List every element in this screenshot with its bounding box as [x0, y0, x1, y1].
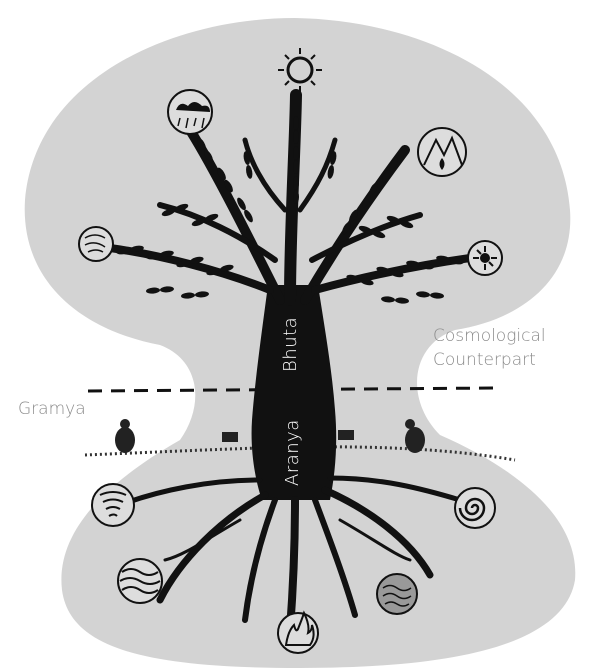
- cloud-rain-icon: [168, 90, 212, 134]
- aranya-label: Aranya: [282, 419, 303, 486]
- cosmological-label: Cosmological: [433, 325, 546, 347]
- earth-texture-icon: [377, 574, 417, 614]
- mountain-fire-icon: [418, 128, 466, 176]
- swirl-icon: [455, 488, 495, 528]
- bhuta-label: Bhuta: [280, 317, 301, 372]
- wind-icon: [79, 227, 113, 261]
- counterpart-label: Counterpart: [433, 349, 536, 371]
- gramya-label: Gramya: [18, 398, 86, 420]
- spiral-wheel-icon: [468, 241, 502, 275]
- river-waves-icon: [118, 559, 162, 603]
- tornado-icon: [92, 484, 134, 526]
- fire-flame-icon: [278, 613, 318, 653]
